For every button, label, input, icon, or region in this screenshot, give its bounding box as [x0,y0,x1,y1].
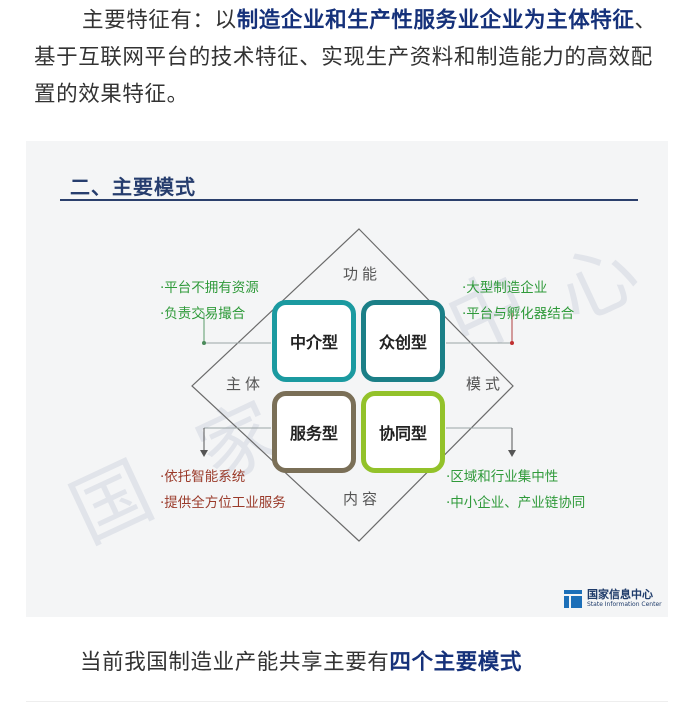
bullet-item: ·依托智能系统 [160,469,246,485]
diagram-lines [191,228,516,542]
bullets-bottom-left: ·依托智能系统 ·提供全方位工业服务 [160,464,286,516]
mode-box-service: 服务型 [272,391,356,473]
outro-text-before: 当前我国制造业产能共享主要有 [80,650,390,675]
intro-text-bold: 制造企业和生产性服务业企业为主体特征 [236,8,635,33]
logo-subtitle: State Information Center [587,601,662,608]
intro-text-before: 主要特征有：以 [82,8,237,33]
mode-box-collaboration: 协同型 [361,391,445,473]
outro-text-bold: 四个主要模式 [389,650,523,675]
axis-label-function: 功能 [343,265,382,283]
bullet-item: ·平台与孵化器结合 [462,306,575,322]
axis-label-subject: 主体 [226,375,265,393]
bottom-divider [26,701,668,702]
figure-title: 二、主要模式 [70,175,196,199]
bullet-item: ·平台不拥有资源 [160,280,259,296]
intro-text-after: 、基于互联网平台的技术特征、实现生产资料和制造能力的高效配置的效果特征。 [34,8,657,107]
connector-dot [202,341,206,345]
arrow-head [508,450,516,457]
connector-dot [510,341,514,345]
bullet-item: ·提供全方位工业服务 [160,495,286,511]
bullet-item: ·大型制造企业 [462,280,548,296]
bullet-item: ·中小企业、产业链协同 [446,495,586,511]
bullets-top-left: ·平台不拥有资源 ·负责交易撮合 [160,275,259,327]
title-rule [60,199,638,201]
axis-label-content: 内容 [343,490,382,508]
bullet-item: ·区域和行业集中性 [446,469,559,485]
arrow-head [200,450,208,457]
logo-mark-icon [564,590,582,608]
mode-box-crowd-innovation: 众创型 [361,300,445,382]
bullets-top-right: ·大型制造企业 ·平台与孵化器结合 [462,275,574,327]
intro-paragraph: 主要特征有：以制造企业和生产性服务业企业为主体特征、基于互联网平台的技术特征、实… [34,2,666,113]
state-information-center-logo: 国家信息中心 State Information Center [564,589,662,609]
diamond-outline [191,228,514,542]
mode-box-intermediary: 中介型 [272,300,356,382]
axis-label-mode: 模式 [466,375,505,393]
logo-name: 国家信息中心 [587,588,653,601]
bullets-bottom-right: ·区域和行业集中性 ·中小企业、产业链协同 [446,464,585,516]
mode-diagram-figure: 二、主要模式 国 家 中 心 功能 主体 模式 内容 中介型 众创型 服务型 协… [26,141,668,617]
bullet-item: ·负责交易撮合 [160,306,246,322]
outro-paragraph: 当前我国制造业产能共享主要有四个主要模式 [80,645,522,676]
